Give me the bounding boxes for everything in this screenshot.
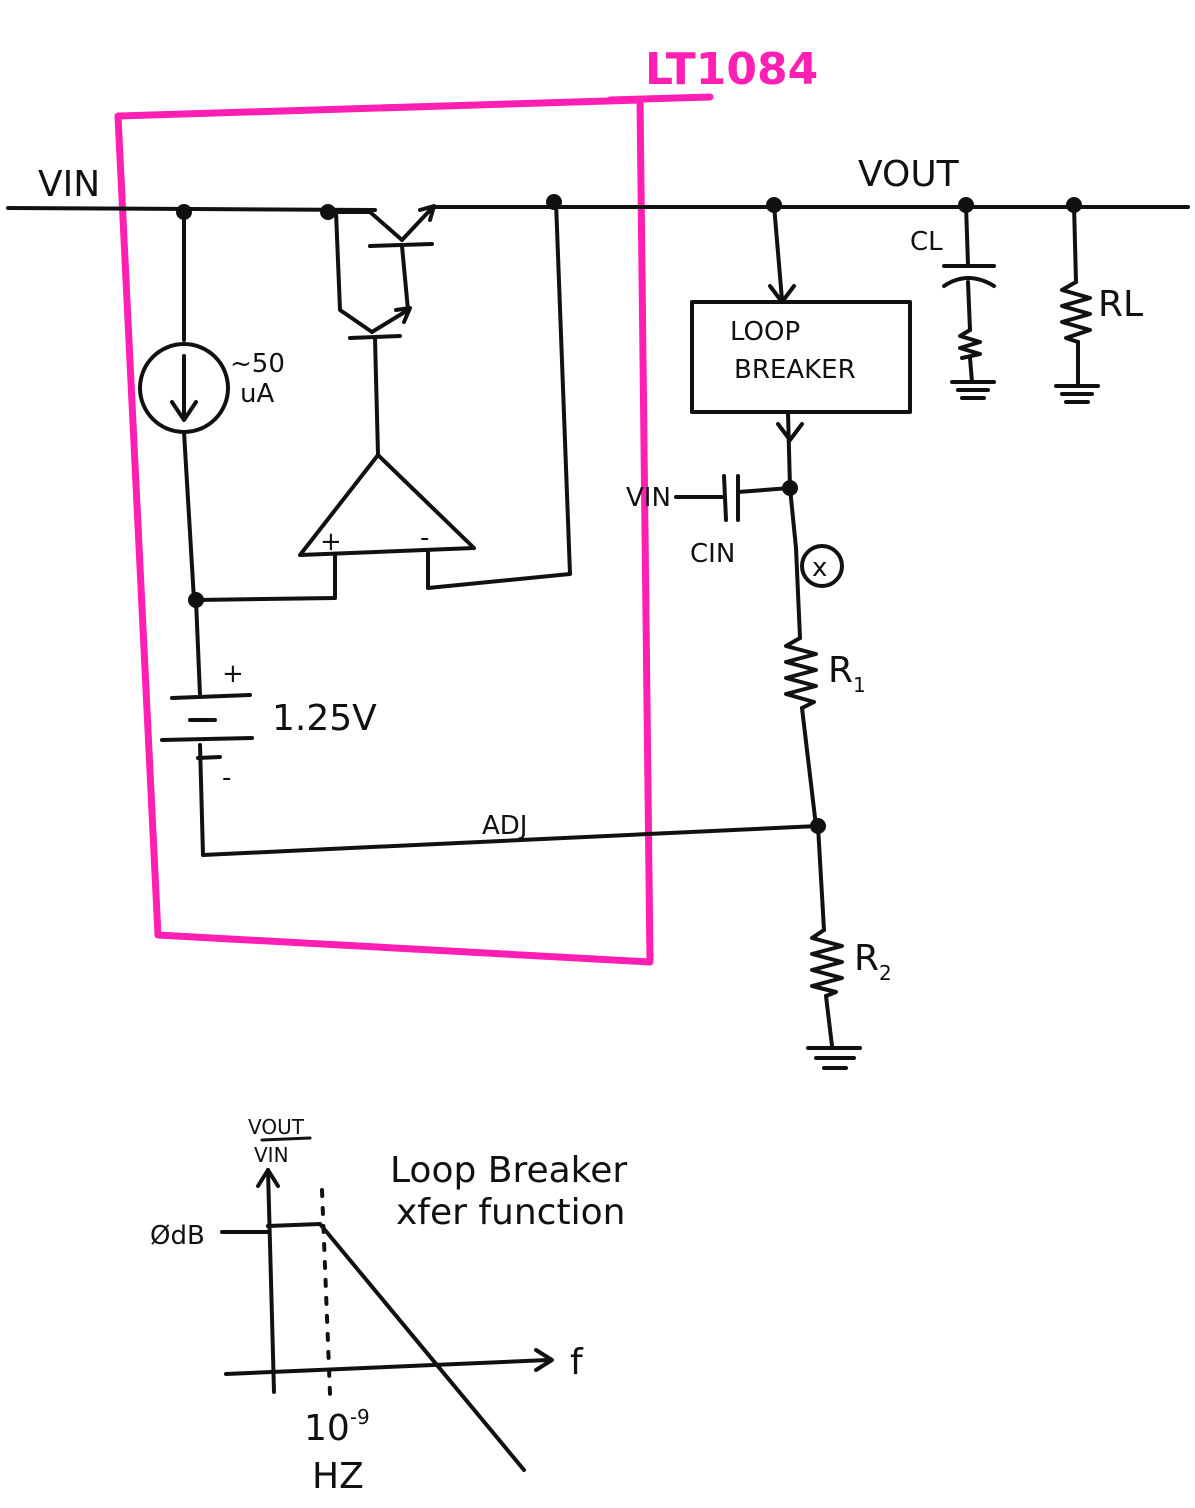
plot-y-fraction-bar [260,1136,312,1142]
transfer-plot [220,1136,554,1472]
chip-outline [114,93,714,966]
loop-breaker-line1: LOOP [730,317,800,347]
plot-x-label: f [570,1342,584,1383]
plot-y-arrow [256,1168,280,1188]
error-amplifier [298,453,476,557]
feedback-wire [426,200,572,590]
reference-plus: + [222,659,244,689]
chip-label: LT1084 [645,44,818,95]
input-rail [6,206,377,212]
r1-label: R1 [828,650,866,697]
plot-corner-unit: HZ [312,1456,364,1497]
cl-label: CL [910,227,943,257]
plot-y-label-den: VIN [254,1143,289,1167]
load-resistor [1054,203,1100,404]
plot-rolloff-segment [318,1222,526,1472]
rl-label: RL [1098,284,1143,325]
loop-breaker-box [690,300,912,414]
plot-title-line2: xfer function [396,1192,625,1233]
r2-label: R2 [854,938,892,985]
reference-minus: - [222,763,231,793]
test-point-symbol [800,544,844,588]
adj-line [201,824,820,857]
vin-label: VIN [38,164,100,205]
current-source-unit: uA [240,379,274,409]
vout-label: VOUT [858,154,960,195]
opamp-plus: + [320,527,342,557]
plot-corner-label: 10-9 [304,1405,370,1449]
current-source-value: ~50 [230,349,285,379]
r1-resistor [784,546,818,828]
plot-x-axis [224,1358,550,1376]
r2-ground-icon [806,1046,862,1070]
plot-y-label-num: VOUT [248,1115,305,1139]
reference-voltage: 1.25V [272,698,377,739]
loop-breaker-input [768,203,796,304]
loop-breaker-output [776,410,804,490]
cin-vin-label: VIN [626,483,671,513]
noninverting-wire [194,554,337,602]
injection-capacitor [674,474,792,522]
reference-battery [160,598,254,857]
load-capacitor [942,203,996,400]
loop-breaker-line2: BREAKER [734,355,856,385]
cin-label: CIN [690,539,735,569]
adj-label: ADJ [482,811,527,841]
plot-title-line1: Loop Breaker [390,1150,627,1191]
current-source-branch [138,210,230,602]
plot-x-arrow [534,1348,554,1372]
darlington-pair [326,204,436,457]
plot-flat-segment [266,1222,322,1228]
feedback-node-wire [788,486,798,550]
plot-level-label: ØdB [150,1221,205,1251]
r2-resistor [810,824,844,1048]
plot-corner-marker [320,1188,332,1396]
opamp-minus: - [420,523,429,553]
test-point-label: x [812,553,827,583]
plot-y-axis [266,1168,276,1394]
